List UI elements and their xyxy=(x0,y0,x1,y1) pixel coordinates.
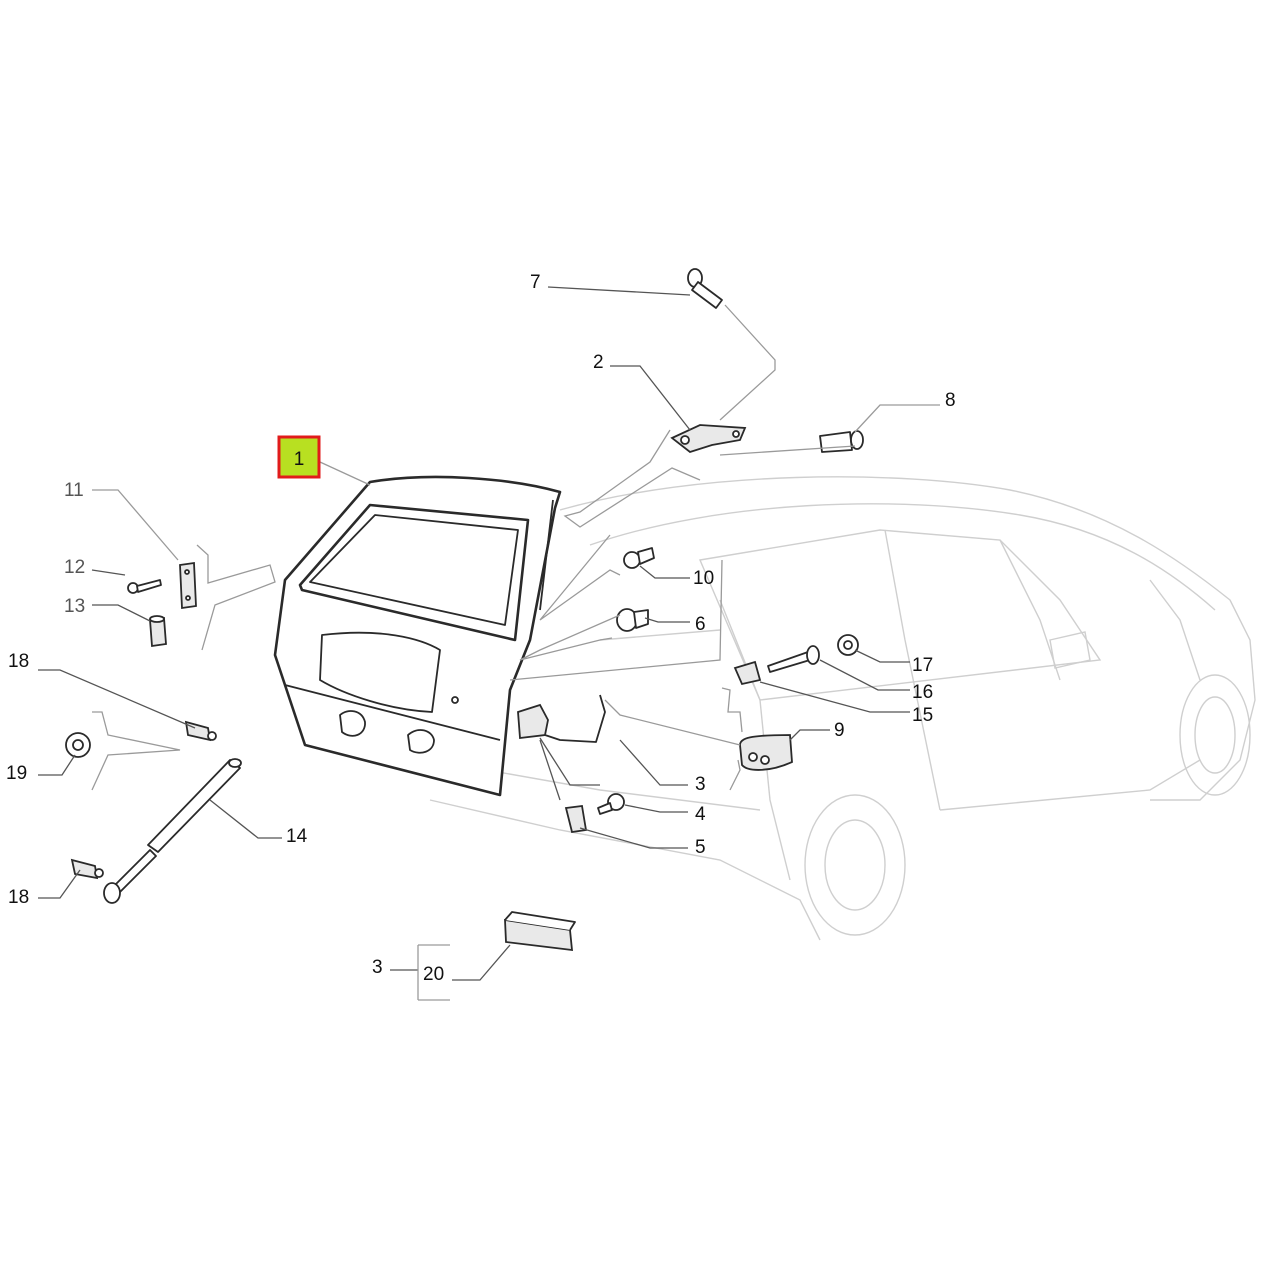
bolt-8-icon xyxy=(819,430,864,453)
callout-20[interactable]: 20 xyxy=(423,964,444,985)
clip-10-icon xyxy=(623,547,655,569)
callout-2[interactable]: 2 xyxy=(593,352,604,373)
callout-18b[interactable]: 18 xyxy=(8,887,29,908)
washer-19-icon xyxy=(65,732,91,758)
hinge-2-icon xyxy=(670,424,747,454)
callout-17[interactable]: 17 xyxy=(912,655,933,676)
callout-10[interactable]: 10 xyxy=(693,568,714,589)
callout-8[interactable]: 8 xyxy=(945,390,956,411)
bolt-7-icon xyxy=(687,268,723,309)
clip-6-icon xyxy=(616,608,649,632)
latch-9-icon xyxy=(739,734,793,771)
screw-16-icon xyxy=(767,645,820,673)
callout-18a[interactable]: 18 xyxy=(8,651,29,672)
handle-20-icon xyxy=(504,911,576,952)
tailgate xyxy=(273,475,562,797)
car-body-outline xyxy=(429,476,1256,941)
callout-3b[interactable]: 3 xyxy=(372,957,383,978)
callout-5[interactable]: 5 xyxy=(695,837,706,858)
screw-4-icon xyxy=(597,793,625,815)
lock-3-icon xyxy=(517,694,606,743)
gas-strut-14-icon xyxy=(103,758,242,904)
callout-6[interactable]: 6 xyxy=(695,614,706,635)
callout-16[interactable]: 16 xyxy=(912,682,933,703)
callout-13[interactable]: 13 xyxy=(64,596,85,617)
callout-7[interactable]: 7 xyxy=(530,272,541,293)
callout-9[interactable]: 9 xyxy=(834,720,845,741)
callout-14[interactable]: 14 xyxy=(286,826,308,847)
highlight-box[interactable] xyxy=(277,435,321,479)
grommet-17-icon xyxy=(837,634,859,656)
callout-4[interactable]: 4 xyxy=(695,804,706,825)
callout-3a[interactable]: 3 xyxy=(695,774,706,795)
clip-15-icon xyxy=(733,660,762,686)
screw-12-icon xyxy=(127,579,162,594)
callout-labels: 1 2 7 8 11 12 13 10 6 17 16 15 9 3 4 5 1… xyxy=(6,272,956,985)
callout-11[interactable]: 11 xyxy=(64,480,84,501)
clip-5-icon xyxy=(564,804,588,834)
callout-1[interactable]: 1 xyxy=(294,449,305,470)
bracket-11-icon xyxy=(179,561,197,610)
leader-lines xyxy=(38,286,940,1001)
callout-12[interactable]: 12 xyxy=(64,557,85,578)
ball-stud-18a-icon xyxy=(184,720,217,742)
callout-19[interactable]: 19 xyxy=(6,763,27,784)
callout-15[interactable]: 15 xyxy=(912,705,933,726)
bushing-13-icon xyxy=(149,615,167,648)
